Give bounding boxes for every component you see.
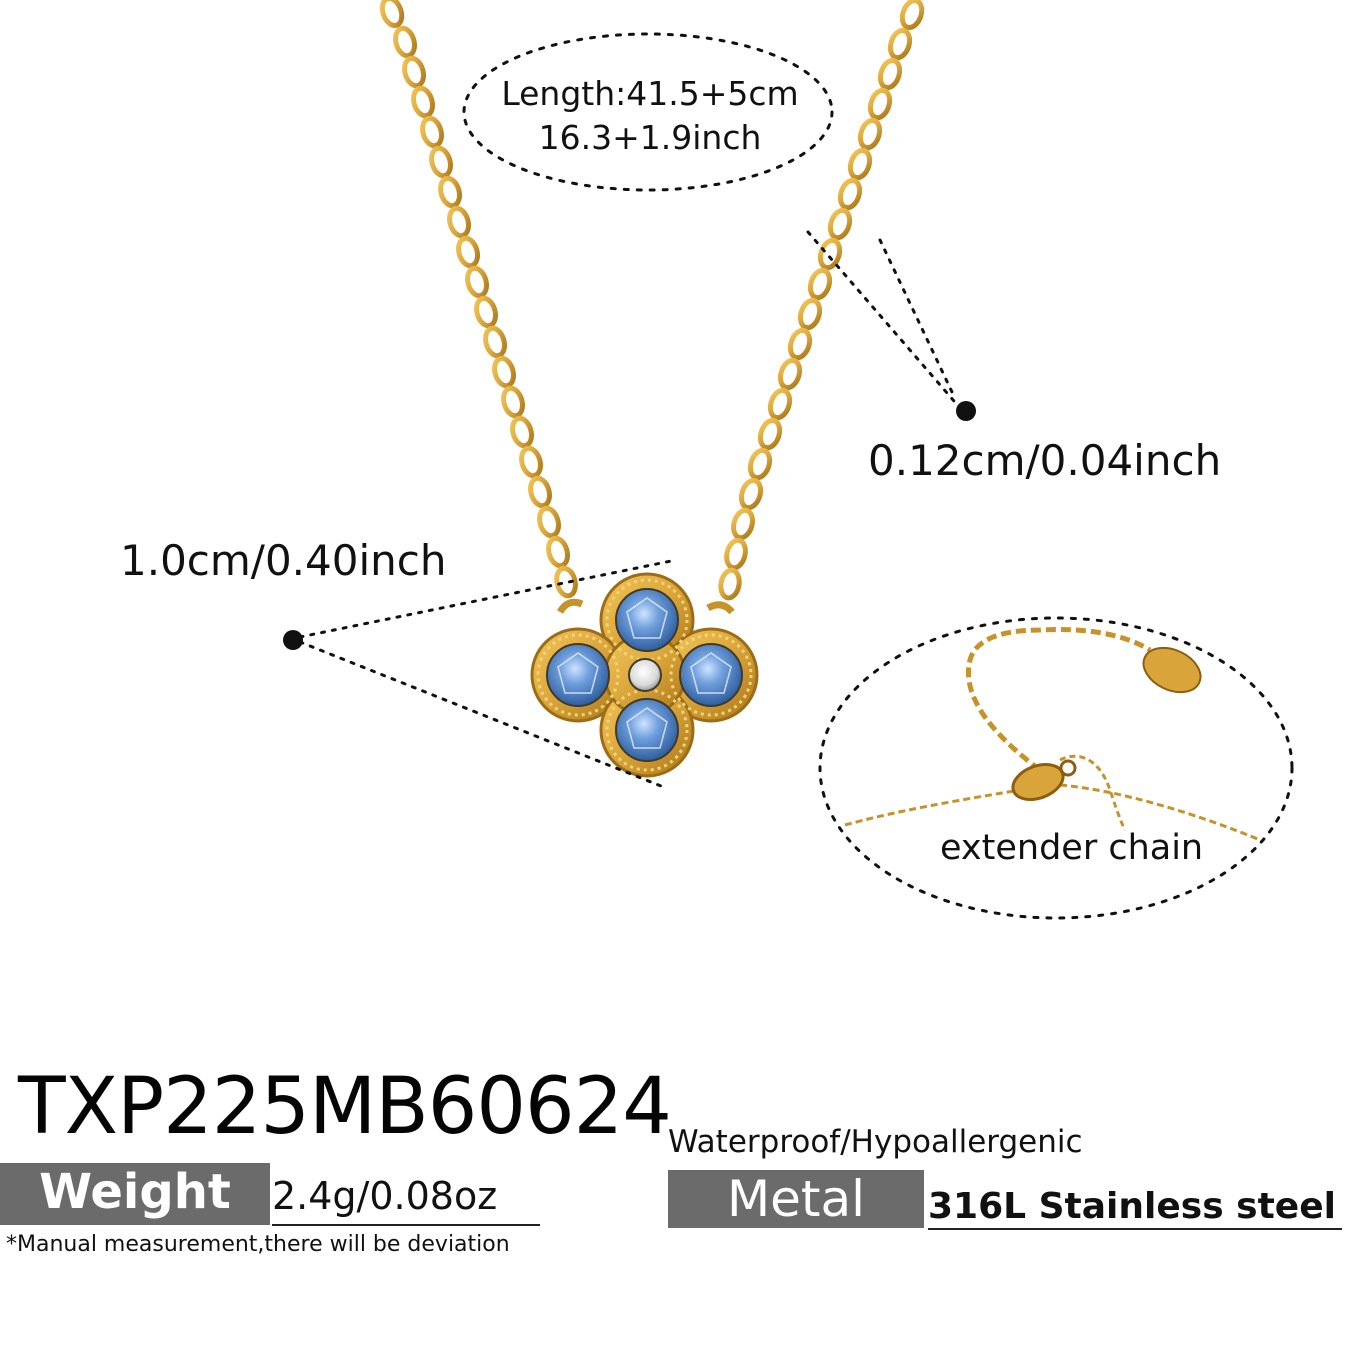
white-stone-center: [628, 658, 662, 692]
measurement-note: *Manual measurement,there will be deviat…: [6, 1232, 510, 1257]
pendant-size-dot: [283, 630, 303, 650]
pendant-size-annotation: 1.0cm/0.40inch: [120, 536, 447, 585]
pendant-bail-right: [706, 601, 735, 615]
lobster-clasp-icon: [1011, 759, 1077, 801]
thickness-dot: [956, 401, 976, 421]
extender-callout: [818, 616, 1294, 920]
blue-stone-left: [546, 643, 610, 707]
blue-stone-top: [615, 588, 679, 652]
main-chain-right: [718, 0, 925, 601]
extender-tag-icon: [1142, 646, 1202, 694]
length-callout: [462, 32, 834, 192]
extender-chain-drawing: [844, 627, 1261, 842]
main-chain-left: [379, 0, 578, 599]
weight-label: Weight: [0, 1163, 270, 1225]
thickness-pointer: [806, 230, 962, 410]
clover-pendant: [530, 572, 759, 778]
pendant-bail-left: [556, 598, 584, 614]
features-text: Waterproof/Hypoallergenic: [668, 1124, 1083, 1160]
product-sku: TXP225MB60624: [18, 1062, 672, 1152]
blue-stone-bottom: [615, 698, 679, 762]
chain-thickness-annotation: 0.12cm/0.04inch: [868, 436, 1222, 485]
metal-value: 316L Stainless steel: [928, 1182, 1342, 1230]
metal-label: Metal: [668, 1170, 924, 1228]
length-line-2: 16.3+1.9inch: [538, 118, 762, 157]
weight-value: 2.4g/0.08oz: [272, 1172, 540, 1226]
extender-chain-annotation: extender chain: [940, 828, 1204, 868]
pendant-size-pointer: [298, 558, 678, 790]
blue-stone-right: [679, 643, 743, 707]
length-annotation: Length:41.5+5cm 16.3+1.9inch: [470, 72, 830, 160]
length-line-1: Length:41.5+5cm: [501, 74, 799, 113]
